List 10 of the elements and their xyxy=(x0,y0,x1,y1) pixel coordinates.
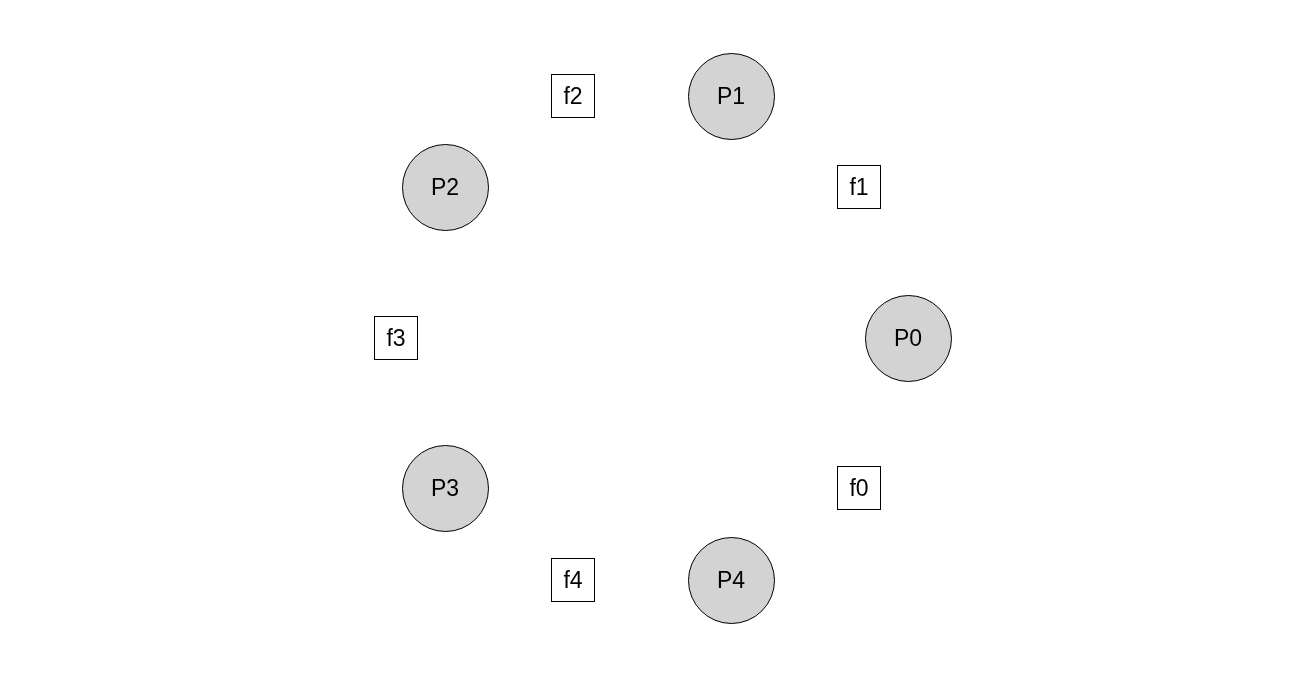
node-square: f0 xyxy=(837,466,881,510)
node-square: f4 xyxy=(551,558,595,602)
node-circle: P4 xyxy=(687,536,775,624)
node-square: f1 xyxy=(837,165,881,209)
node-circle: P3 xyxy=(401,444,489,532)
node-square: f3 xyxy=(374,316,418,360)
node-circle: P0 xyxy=(864,294,952,382)
node-circle: P2 xyxy=(401,143,489,231)
node-square: f2 xyxy=(551,74,595,118)
node-circle: P1 xyxy=(687,52,775,140)
